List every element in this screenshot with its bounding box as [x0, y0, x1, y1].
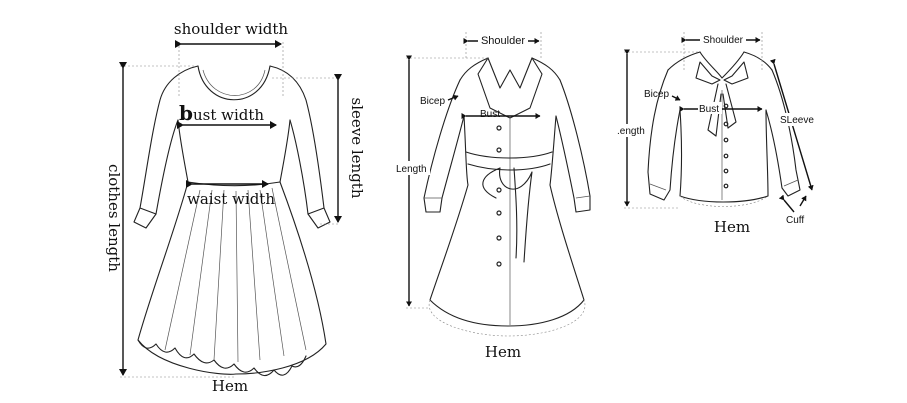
- dress-hem-label: Hem: [212, 377, 248, 395]
- blouse-sleeve-label: SLeeve: [780, 115, 814, 126]
- dress-figure: shoulder width bust width waist width sl…: [105, 20, 366, 395]
- blouse-cuff-arrow: [778, 194, 795, 213]
- coat-bicep-arrow: [447, 94, 459, 101]
- coat-bicep-label: Bicep: [420, 96, 445, 107]
- blouse-bicep-label: Bicep: [644, 89, 669, 100]
- clothes-length-label: clothes length: [105, 164, 123, 272]
- coat-buttons: [496, 125, 502, 267]
- blouse-sleeve-arrow: [769, 58, 814, 191]
- blouse-shoulder-label: Shoulder: [703, 35, 744, 46]
- bust-width-label: bust width: [179, 101, 264, 125]
- waist-width-label: waist width: [187, 190, 275, 208]
- blouse-cuff-label: Cuff: [786, 215, 804, 226]
- blouse-figure: Shoulder Bicep Bust .ength SLeeve Cuff H…: [615, 32, 816, 236]
- dress-outline: [133, 65, 331, 377]
- blouse-length-label: .ength: [617, 126, 645, 137]
- coat-figure: Shoulder Bicep Bust Length Hem: [394, 32, 591, 361]
- coat-hem-label: Hem: [485, 343, 521, 361]
- coat-bust-label: Bust: [480, 109, 500, 120]
- sleeve-length-label: sleeve length: [348, 98, 366, 199]
- coat-outline: [423, 57, 591, 337]
- coat-length-label: Length: [396, 164, 427, 175]
- coat-shoulder-label: Shoulder: [481, 35, 525, 47]
- blouse-hem-label: Hem: [714, 218, 750, 236]
- shoulder-width-label: shoulder width: [174, 20, 289, 38]
- blouse-bust-label: Bust: [699, 104, 719, 115]
- blouse-bicep-arrow: [671, 95, 681, 101]
